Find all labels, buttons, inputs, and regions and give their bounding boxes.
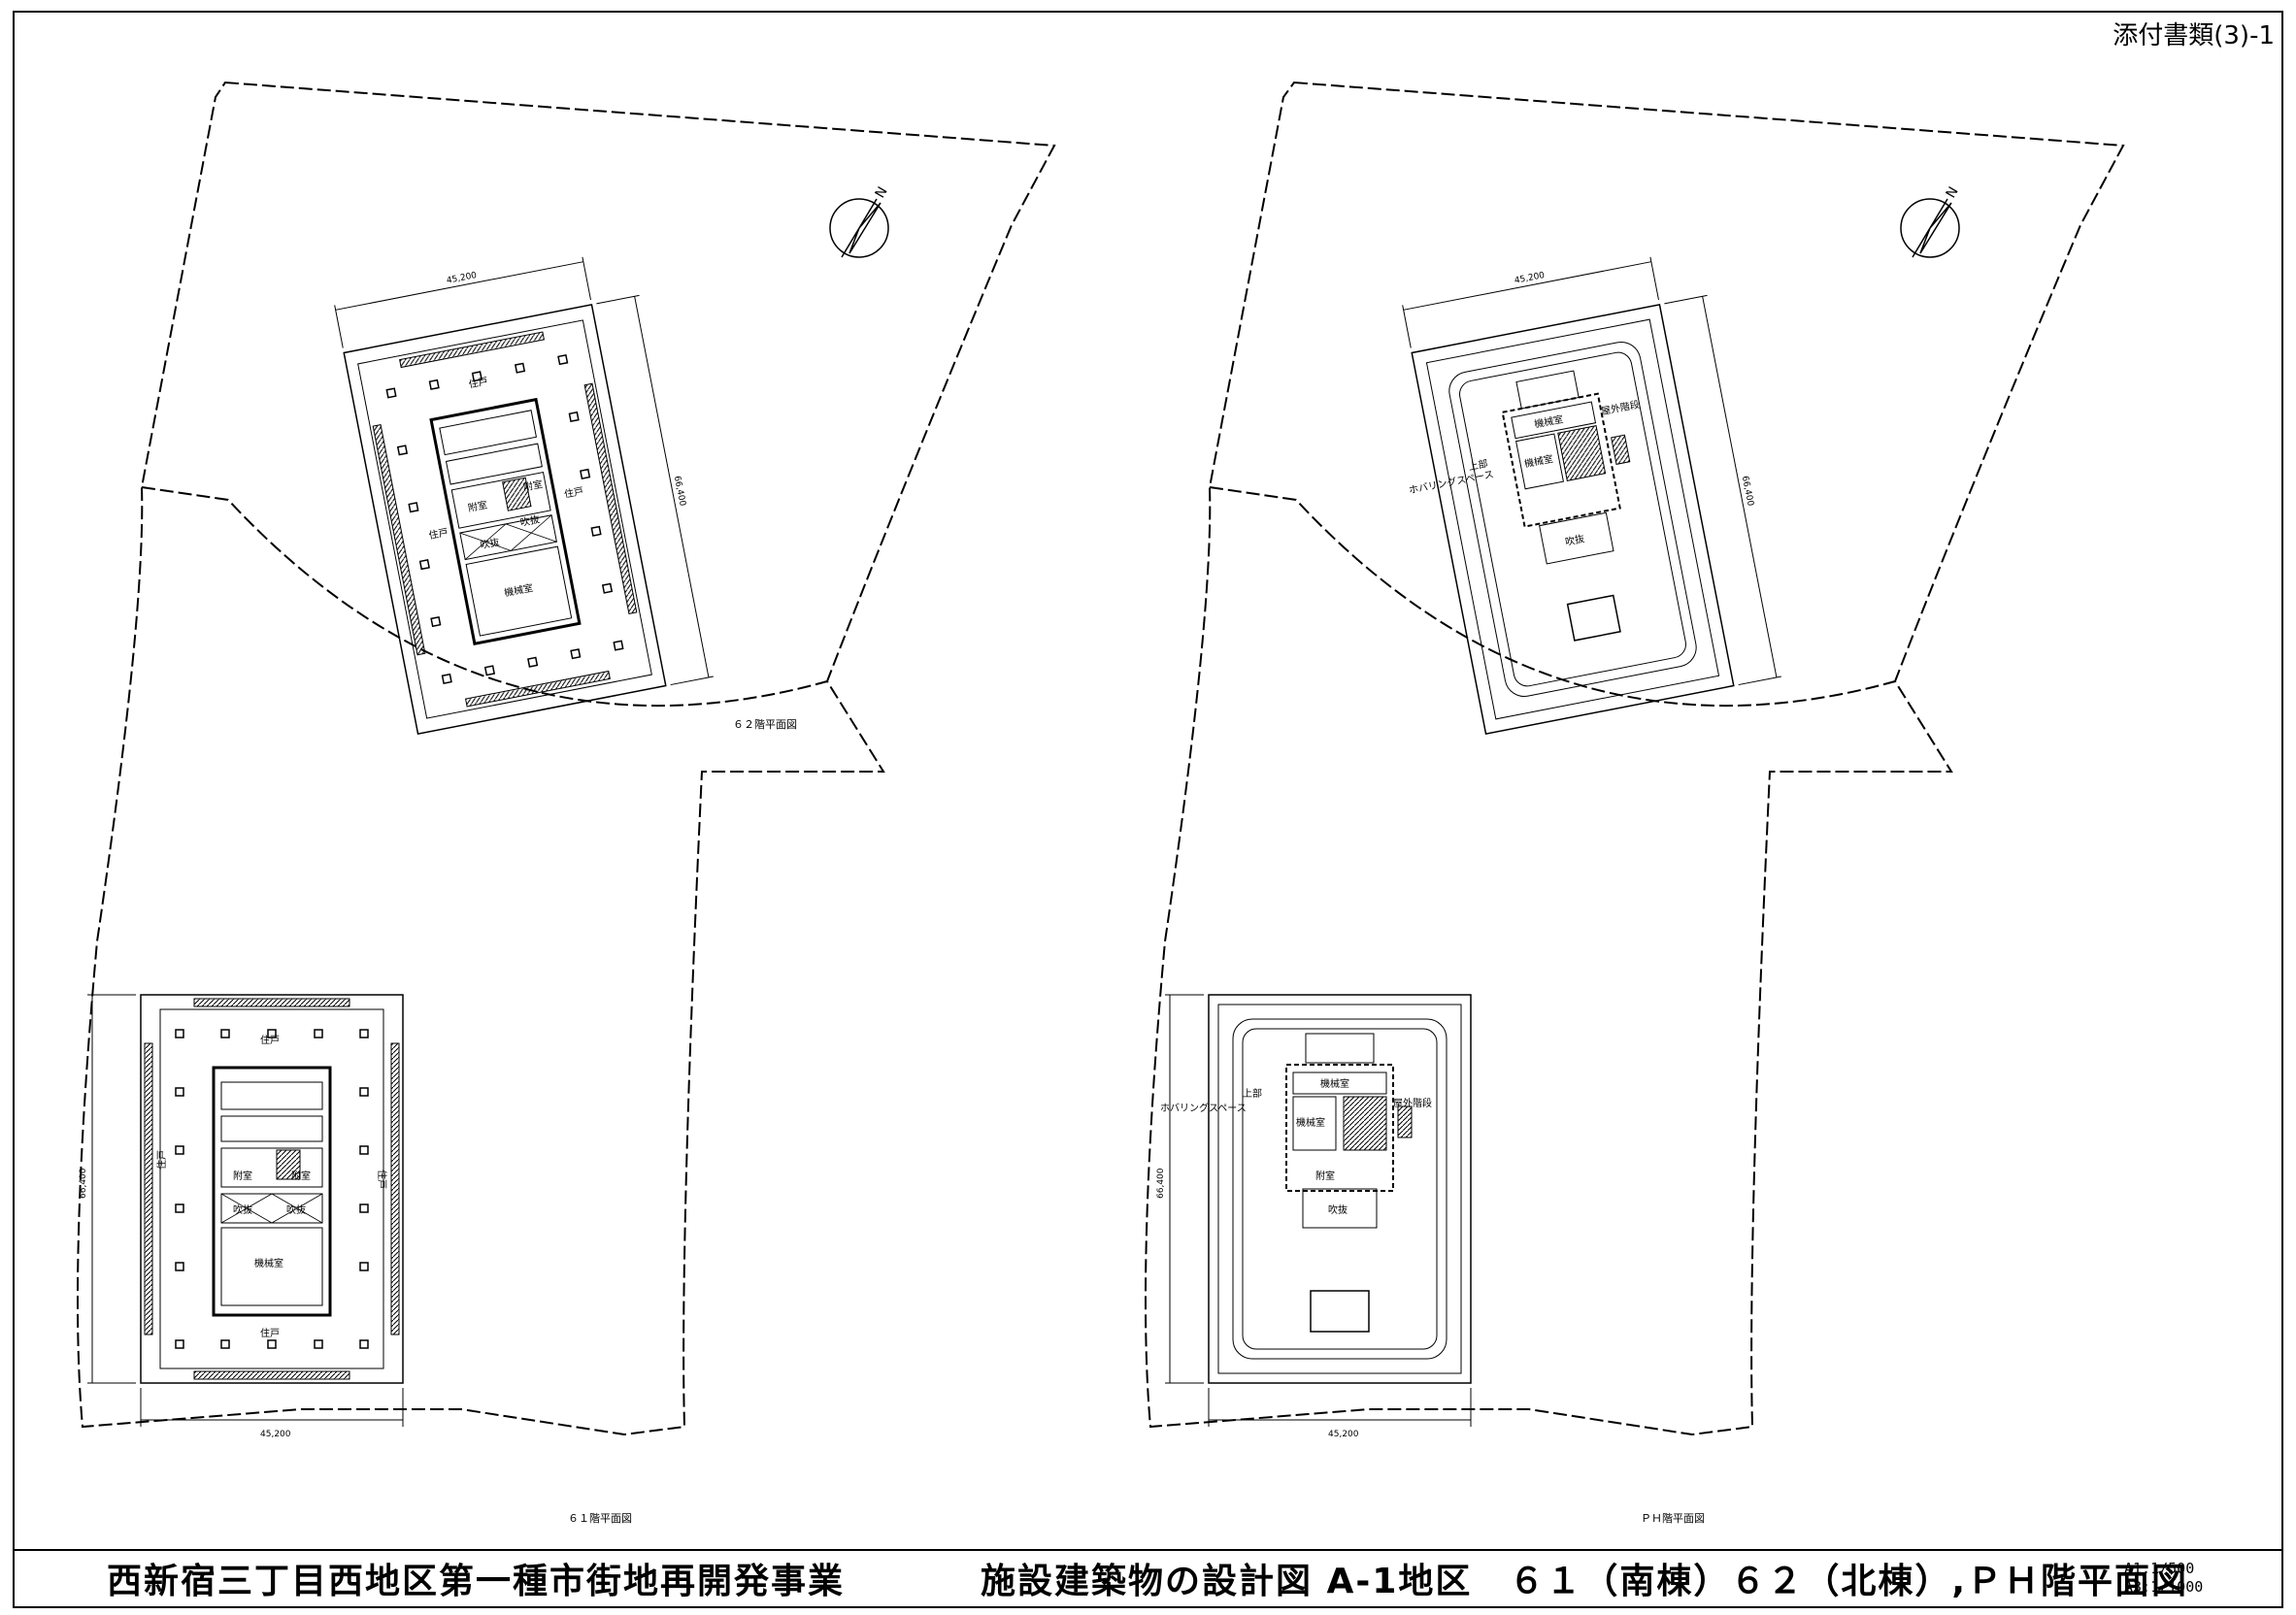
room-dwelling: 住戸 — [155, 1150, 168, 1170]
project-title: 西新宿三丁目西地区第一種市街地再開発事業 — [107, 1562, 846, 1601]
room-annex: 附室 — [467, 498, 488, 514]
room-void: 吹抜 — [1564, 532, 1585, 548]
room-machine: 機械室 — [1523, 452, 1554, 470]
plan-61f-caption: ６１階平面図 — [568, 1511, 632, 1525]
attachment-label: 添付書類(3)-1 — [2113, 21, 2275, 50]
plan-ph-south-dim-width: 45,200 — [1328, 1430, 1359, 1439]
plan-ph-north-dim-width: 45,200 — [1514, 271, 1546, 286]
room-void: 吹抜 — [479, 536, 500, 552]
room-dwelling: 住戸 — [468, 375, 489, 391]
svg-text:N: N — [873, 184, 891, 201]
north-arrow-right-icon: N — [1900, 184, 1962, 258]
room-outdoor-stair: 屋外階段 — [1600, 398, 1641, 417]
plan-61f: 45,200 66,400 住戸 住戸 住戸 住戸 附室 附室 吹抜 吹抜 機械… — [79, 994, 404, 1439]
north-arrow-left-icon: N — [829, 184, 891, 258]
room-void: 吹抜 — [233, 1203, 252, 1216]
plan-61f-dim-depth: 66,400 — [79, 1168, 88, 1199]
plan-62f: 45,200 66,400 住戸 住戸 住戸 附室 附室 吹抜 吹抜 機械室 — [334, 256, 714, 736]
room-annex: 附室 — [233, 1170, 252, 1182]
room-annex: 附室 — [522, 478, 544, 494]
room-dwelling: 住戸 — [563, 484, 584, 501]
room-annex: 附室 — [291, 1170, 311, 1182]
plan-ph-south: 45,200 66,400 機械室 機械室 屋外階段 上部 ホバリングスペース … — [1156, 994, 1472, 1439]
plan-ph-caption: ＰＨ階平面図 — [1641, 1511, 1705, 1525]
room-dwelling: 住戸 — [428, 526, 449, 543]
room-dwelling: 住戸 — [260, 1327, 280, 1339]
drawing-title: 施設建築物の設計図 A-1地区 ６１（南棟）６２（北棟）,ＰＨ階平面図 — [981, 1562, 2189, 1601]
room-upper: 上部 — [1467, 457, 1488, 474]
sheet-border — [13, 11, 2283, 1608]
room-dwelling: 住戸 — [376, 1170, 388, 1189]
room-machine: 機械室 — [1296, 1116, 1325, 1129]
title-strip — [14, 1549, 2282, 1609]
plan-ph-north: 45,200 66,400 機械室 機械室 屋外階段 上部 ホバリングスペース … — [1402, 256, 1781, 736]
room-machine: 機械室 — [503, 581, 534, 599]
plan-ph-north-dim-depth: 66,400 — [1740, 476, 1755, 508]
plan-62f-caption: ６２階平面図 — [733, 717, 797, 731]
site-boundary-left — [77, 81, 1056, 1436]
room-dwelling: 住戸 — [260, 1034, 280, 1046]
room-machine: 機械室 — [1533, 412, 1564, 430]
room-void: 吹抜 — [1328, 1203, 1348, 1216]
svg-text:N: N — [1944, 184, 1962, 201]
room-void: 吹抜 — [286, 1203, 306, 1216]
site-boundary-right — [1145, 81, 2125, 1436]
room-hover: ホバリングスペース — [1408, 468, 1495, 497]
room-annex: 附室 — [1315, 1170, 1335, 1182]
plan-62f-dim-width: 45,200 — [446, 271, 478, 286]
scale-a1: A1:1/500 — [2124, 1560, 2195, 1577]
room-machine: 機械室 — [254, 1257, 283, 1269]
scale-a3: A3:1/1000 — [2124, 1578, 2204, 1596]
plan-61f-dim-width: 45,200 — [260, 1430, 291, 1439]
room-upper: 上部 — [1243, 1087, 1262, 1100]
plan-ph-south-dim-depth: 66,400 — [1156, 1168, 1166, 1199]
room-machine: 機械室 — [1320, 1077, 1349, 1090]
room-outdoor-stair: 屋外階段 — [1393, 1097, 1432, 1109]
plan-62f-dim-depth: 66,400 — [672, 476, 687, 508]
room-hover: ホバリングスペース — [1160, 1102, 1247, 1114]
room-void: 吹抜 — [519, 512, 541, 529]
